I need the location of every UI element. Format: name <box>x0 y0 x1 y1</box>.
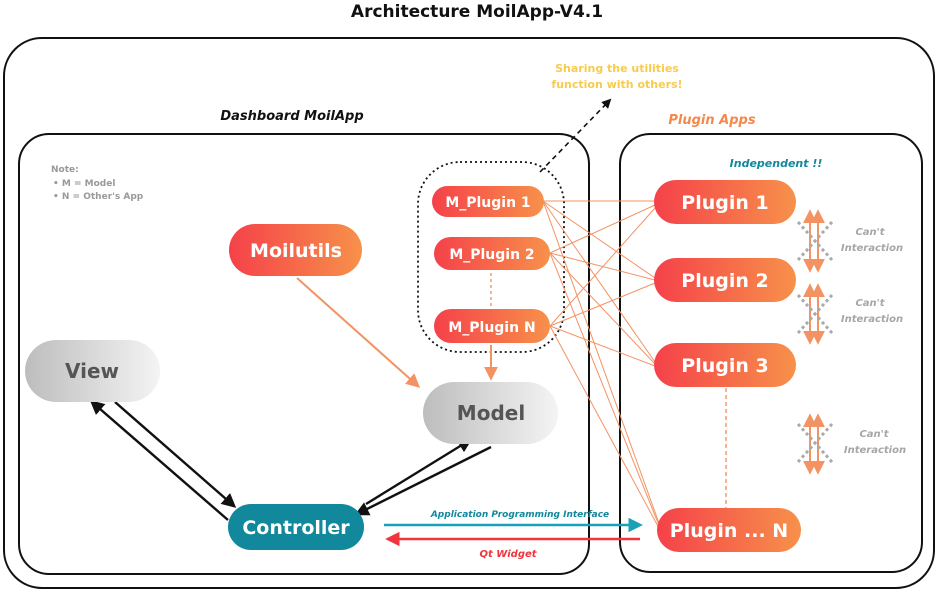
m-plugin-2-node: M_Plugin 2 <box>434 237 550 270</box>
svg-text:Plugin 2: Plugin 2 <box>681 270 768 292</box>
plugin-1-node: Plugin 1 <box>654 180 796 224</box>
moilutils-node: Moilutils <box>229 224 362 276</box>
sharing-note-line2: function with others! <box>551 78 682 91</box>
api-label: Application Programming Interface <box>430 510 609 520</box>
outer-container <box>3 37 935 589</box>
controller-model-arrow-1 <box>365 438 473 506</box>
model-node: Model <box>423 382 558 444</box>
interaction-label: Interaction <box>841 314 903 325</box>
cant-label: Can't <box>855 227 885 238</box>
interaction-label: Interaction <box>841 243 903 254</box>
svg-text:Model: Model <box>457 401 525 425</box>
m-plugin-1-node: M_Plugin 1 <box>432 186 544 217</box>
svg-text:View: View <box>65 359 119 383</box>
cant-label: Can't <box>855 298 885 309</box>
cant-interaction-1: Can't Interaction <box>796 209 903 273</box>
plugin-2-node: Plugin 2 <box>654 258 796 302</box>
svg-text:Plugin 1: Plugin 1 <box>681 192 768 214</box>
diagram-title: Architecture MoilApp-V4.1 <box>351 2 603 22</box>
svg-text:M_Plugin 1: M_Plugin 1 <box>445 195 530 211</box>
moilutils-to-model-arrow <box>296 277 421 388</box>
note-title: Note: <box>51 165 79 175</box>
svg-text:Controller: Controller <box>242 517 350 539</box>
view-controller-arrow-1 <box>89 400 229 521</box>
controller-node: Controller <box>228 504 364 550</box>
note-item-model: • M = Model <box>53 179 115 189</box>
plugin-n-node: Plugin ... N <box>657 508 801 552</box>
cant-interaction-3: Can't Interaction <box>796 413 906 475</box>
svg-text:Plugin ... N: Plugin ... N <box>670 520 788 542</box>
plugin-3-node: Plugin 3 <box>654 343 796 387</box>
plugin-connectors <box>542 200 661 531</box>
m-plugin-n-node: M_Plugin N <box>434 309 550 343</box>
sharing-arrow <box>539 98 612 173</box>
svg-text:Moilutils: Moilutils <box>250 240 342 262</box>
qt-widget-label: Qt Widget <box>479 549 537 560</box>
svg-text:M_Plugin 2: M_Plugin 2 <box>449 247 534 263</box>
svg-text:M_Plugin N: M_Plugin N <box>448 320 535 336</box>
cant-label: Can't <box>859 429 889 440</box>
interaction-label: Interaction <box>844 445 906 456</box>
svg-text:Plugin 3: Plugin 3 <box>681 355 768 377</box>
plugin-apps-title: Plugin Apps <box>668 113 755 128</box>
independent-label: Independent !! <box>730 157 823 170</box>
note-item-other: • N = Other's App <box>53 192 144 202</box>
dashboard-title: Dashboard MoilApp <box>220 109 363 124</box>
controller-model-arrow-2 <box>354 445 492 516</box>
view-node: View <box>25 340 160 402</box>
cant-interaction-2: Can't Interaction <box>796 283 903 345</box>
sharing-note-line1: Sharing the utilities <box>555 62 679 75</box>
view-controller-arrow-2 <box>114 401 237 508</box>
dashboard-container <box>18 133 590 575</box>
